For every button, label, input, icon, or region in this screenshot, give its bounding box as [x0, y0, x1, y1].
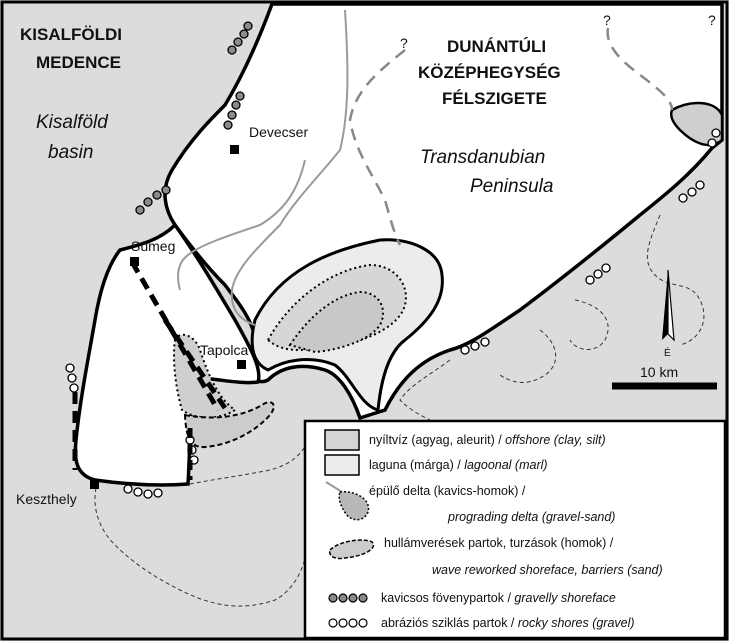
- legend-swatch-gravelly: [328, 593, 368, 603]
- legend-swatch-offshore: [324, 429, 360, 451]
- uncertain-mark-2: ?: [603, 12, 611, 28]
- legend-swatch-rocky: [328, 618, 368, 628]
- uncertain-mark-1: ?: [400, 35, 408, 51]
- rocky-shore-symbols: [65, 128, 721, 499]
- legend-swatch-delta: [325, 481, 370, 521]
- north-label: É: [664, 346, 671, 359]
- basin-en-label-1: Kisalföld: [36, 112, 109, 133]
- town-marker-sumeg: [130, 257, 139, 266]
- rivers: [177, 9, 349, 326]
- paleo-contours: [94, 214, 705, 607]
- gravelly-shore-symbols: [135, 21, 253, 215]
- legend-item-2-hu: laguna (márga) / lagoonal (marl): [369, 458, 548, 472]
- legend-item-3-hu: épülő delta (kavics-homok) /: [369, 484, 526, 498]
- basin-en-label-2: basin: [48, 142, 93, 163]
- keszthely-block: [73, 222, 261, 487]
- town-label-keszthely: Keszthely: [16, 491, 77, 507]
- town-marker-tapolca: [237, 360, 246, 369]
- fault-lines: [72, 260, 228, 470]
- peninsula-hu-label-2: KÖZÉPHEGYSÉG: [418, 63, 561, 82]
- legend: nyíltvíz (agyag, aleurit) / offshore (cl…: [303, 419, 727, 640]
- peninsula-hu-label-1: DUNÁNTÚLI: [447, 37, 546, 56]
- town-marker-keszthely: [90, 480, 99, 489]
- legend-item-4-hu: hullámverések partok, turzások (homok) /: [384, 536, 614, 550]
- peninsula-hu-label-3: FÉLSZIGETE: [442, 89, 547, 108]
- town-marker-devecser: [230, 145, 239, 154]
- barrier-tongue: [183, 401, 275, 449]
- legend-swatch-barrier: [328, 539, 375, 560]
- legend-item-6-hu: abráziós sziklás partok / rocky shores (…: [381, 616, 635, 630]
- north-arrow-icon: [662, 269, 675, 342]
- east-lagoon: [670, 101, 724, 147]
- legend-item-1-hu: nyíltvíz (agyag, aleurit) / offshore (cl…: [369, 433, 606, 447]
- town-label-tapolca: Tapolca: [200, 342, 248, 358]
- town-label-devecser: Devecser: [249, 124, 308, 140]
- peninsula-en-label-1: Transdanubian: [420, 147, 545, 168]
- legend-item-4-en: wave reworked shoreface, barriers (sand): [432, 563, 663, 577]
- basin-hu-label-2: MEDENCE: [36, 53, 121, 72]
- legend-item-5-hu: kavicsos fövenypartok / gravelly shorefa…: [381, 591, 616, 605]
- scale-label: 10 km: [640, 364, 678, 380]
- basin-hu-label-1: KISALFÖLDI: [20, 25, 122, 44]
- uncertain-mark-3: ?: [708, 12, 716, 28]
- legend-swatch-lagoon: [324, 454, 360, 476]
- legend-item-3-en: prograding delta (gravel-sand): [447, 510, 615, 524]
- delta-fans: [172, 263, 407, 419]
- town-label-sumeg: Sümeg: [131, 238, 175, 254]
- uncertain-boundaries: [348, 27, 674, 246]
- peninsula-en-label-2: Peninsula: [470, 176, 553, 197]
